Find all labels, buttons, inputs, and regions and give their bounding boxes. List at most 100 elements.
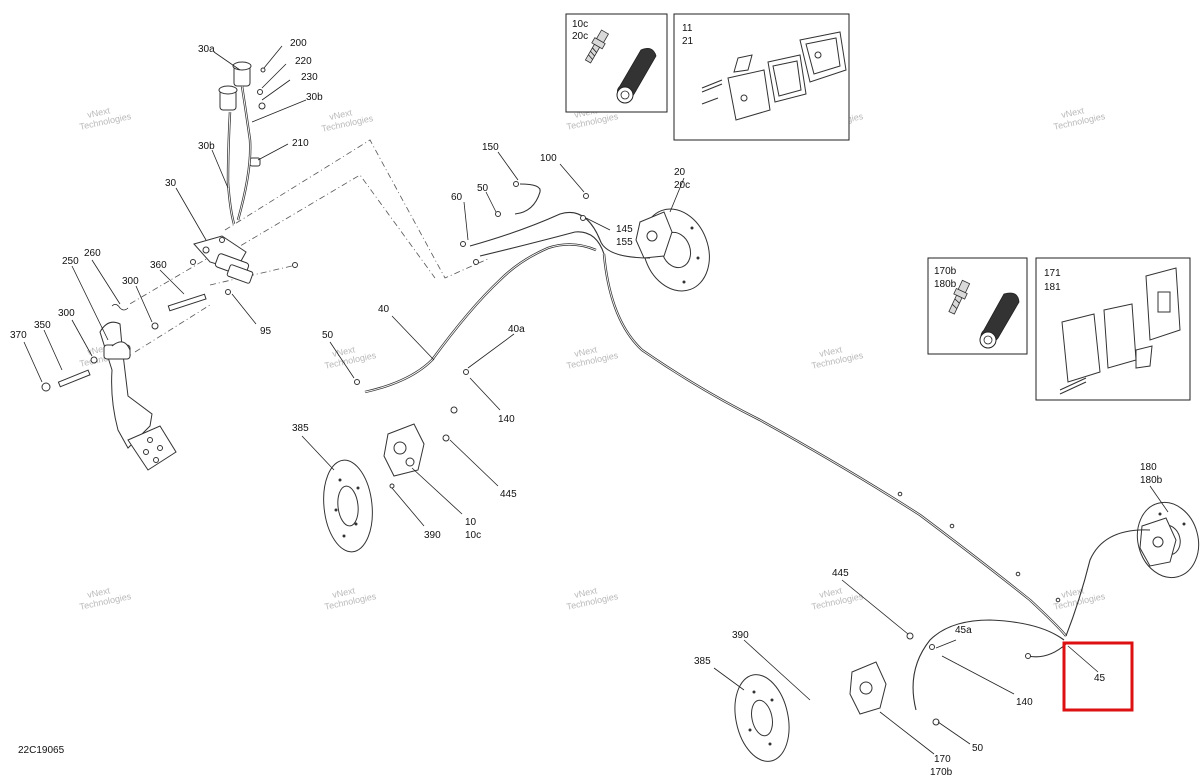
svg-text:vNext: vNext xyxy=(331,585,356,600)
callout-180: 180 xyxy=(1140,462,1157,473)
svg-text:180b: 180b xyxy=(934,279,957,290)
watermark: vNext Technologies xyxy=(1053,585,1107,612)
callout-445-mid: 445 xyxy=(500,489,517,500)
callout-140-mid: 140 xyxy=(498,414,515,425)
callout-230: 230 xyxy=(301,72,318,83)
brake-lines xyxy=(354,181,1151,711)
watermark: vNext Technologies xyxy=(324,344,378,371)
callout-385-left: 385 xyxy=(292,423,309,434)
brake-pad-icon xyxy=(1061,267,1181,383)
inset-pads-rear: 171 181 xyxy=(1035,257,1191,401)
svg-text:21: 21 xyxy=(682,36,694,47)
highlighted-callout[interactable]: 45 xyxy=(1062,641,1134,712)
master-cylinder xyxy=(190,235,298,295)
callout-180b: 180b xyxy=(1140,475,1163,486)
callout-labels: 30a 200 220 230 30b 30b 210 30 60 50 150… xyxy=(10,38,1163,778)
svg-text:vNext: vNext xyxy=(1060,585,1085,600)
watermark: vNext Technologies xyxy=(811,344,865,371)
watermark: vNext Technologies xyxy=(324,585,378,612)
callout-60: 60 xyxy=(451,192,463,203)
callout-30: 30 xyxy=(165,178,177,189)
watermark: vNext Technologies xyxy=(1053,105,1107,132)
callout-350: 350 xyxy=(34,320,51,331)
callout-45a: 45a xyxy=(955,625,972,636)
callout-40a: 40a xyxy=(508,324,525,335)
callout-20c: 20c xyxy=(674,180,690,191)
callout-385-right: 385 xyxy=(694,656,711,667)
svg-text:20c: 20c xyxy=(572,31,588,42)
callout-150: 150 xyxy=(482,142,499,153)
svg-text:10c: 10c xyxy=(572,19,588,30)
callout-360: 360 xyxy=(150,260,167,271)
callout-300-b: 300 xyxy=(58,308,75,319)
callout-40: 40 xyxy=(378,304,390,315)
reservoir-hose xyxy=(226,85,252,225)
inset-pads-front: 11 21 xyxy=(673,13,850,141)
diagram-code: 22C19065 xyxy=(18,745,65,756)
svg-text:vNext: vNext xyxy=(86,585,111,600)
callout-200: 200 xyxy=(290,38,307,49)
callout-50-low: 50 xyxy=(972,743,984,754)
watermark: vNext Technologies xyxy=(321,107,375,134)
pedal-hardware xyxy=(41,293,207,392)
bleeder-screw-icon xyxy=(948,279,971,315)
callout-100: 100 xyxy=(540,153,557,164)
svg-text:181: 181 xyxy=(1044,282,1061,293)
callout-140-low: 140 xyxy=(1016,697,1033,708)
dust-cap-icon xyxy=(979,292,1020,349)
callout-50-top: 50 xyxy=(477,183,489,194)
callout-370: 370 xyxy=(10,330,27,341)
callout-390-right: 390 xyxy=(732,630,749,641)
svg-text:vNext: vNext xyxy=(1060,105,1085,120)
watermarks: vNext Technologies vNext Technologies vN… xyxy=(79,105,1107,612)
callout-95: 95 xyxy=(260,326,272,337)
callout-260: 260 xyxy=(84,248,101,259)
callout-390-left: 390 xyxy=(424,530,441,541)
svg-text:11: 11 xyxy=(682,23,693,34)
caliper-icon xyxy=(849,632,940,726)
leader-lines xyxy=(23,45,1169,755)
assembly-lines xyxy=(127,139,491,353)
inset-bleeder-front: 10c 20c xyxy=(565,13,668,113)
callout-10: 10 xyxy=(465,517,477,528)
bleeder-screw-icon xyxy=(584,29,610,64)
callout-300-a: 300 xyxy=(122,276,139,287)
svg-text:vNext: vNext xyxy=(818,344,843,359)
callout-445-low: 445 xyxy=(832,568,849,579)
svg-text:vNext: vNext xyxy=(818,585,843,600)
svg-text:vNext: vNext xyxy=(86,105,111,120)
svg-text:171: 171 xyxy=(1044,268,1061,279)
svg-text:vNext: vNext xyxy=(328,107,353,122)
callout-30b: 30b xyxy=(198,141,215,152)
callout-210: 210 xyxy=(292,138,309,149)
callout-30a: 30a xyxy=(198,44,215,55)
caliper-icon xyxy=(383,406,458,489)
pad-pin-icon xyxy=(701,79,723,105)
watermark: vNext Technologies xyxy=(566,585,620,612)
callout-170: 170 xyxy=(934,754,951,765)
brake-disc-icon xyxy=(734,674,790,762)
callout-170b: 170b xyxy=(930,767,953,778)
watermark: vNext Technologies xyxy=(811,585,865,612)
dust-cap-icon xyxy=(616,48,657,104)
callout-10c: 10c xyxy=(465,530,481,541)
brake-pad-icon xyxy=(727,31,847,121)
callout-145: 145 xyxy=(616,224,633,235)
watermark: vNext Technologies xyxy=(566,344,620,371)
svg-text:vNext: vNext xyxy=(331,344,356,359)
pedal-icon xyxy=(99,321,177,471)
callout-155: 155 xyxy=(616,237,633,248)
brake-disc-icon xyxy=(323,459,373,553)
callout-50-mid: 50 xyxy=(322,330,334,341)
callout-220: 220 xyxy=(295,56,312,67)
watermark: vNext Technologies xyxy=(79,105,133,132)
caliper-icon xyxy=(635,211,673,259)
svg-text:170b: 170b xyxy=(934,266,957,277)
highlight-box[interactable] xyxy=(1062,641,1134,712)
callout-250: 250 xyxy=(62,256,79,267)
callout-20: 20 xyxy=(674,167,686,178)
watermark: vNext Technologies xyxy=(79,585,133,612)
callout-45: 45 xyxy=(1094,673,1106,684)
svg-text:vNext: vNext xyxy=(573,344,598,359)
